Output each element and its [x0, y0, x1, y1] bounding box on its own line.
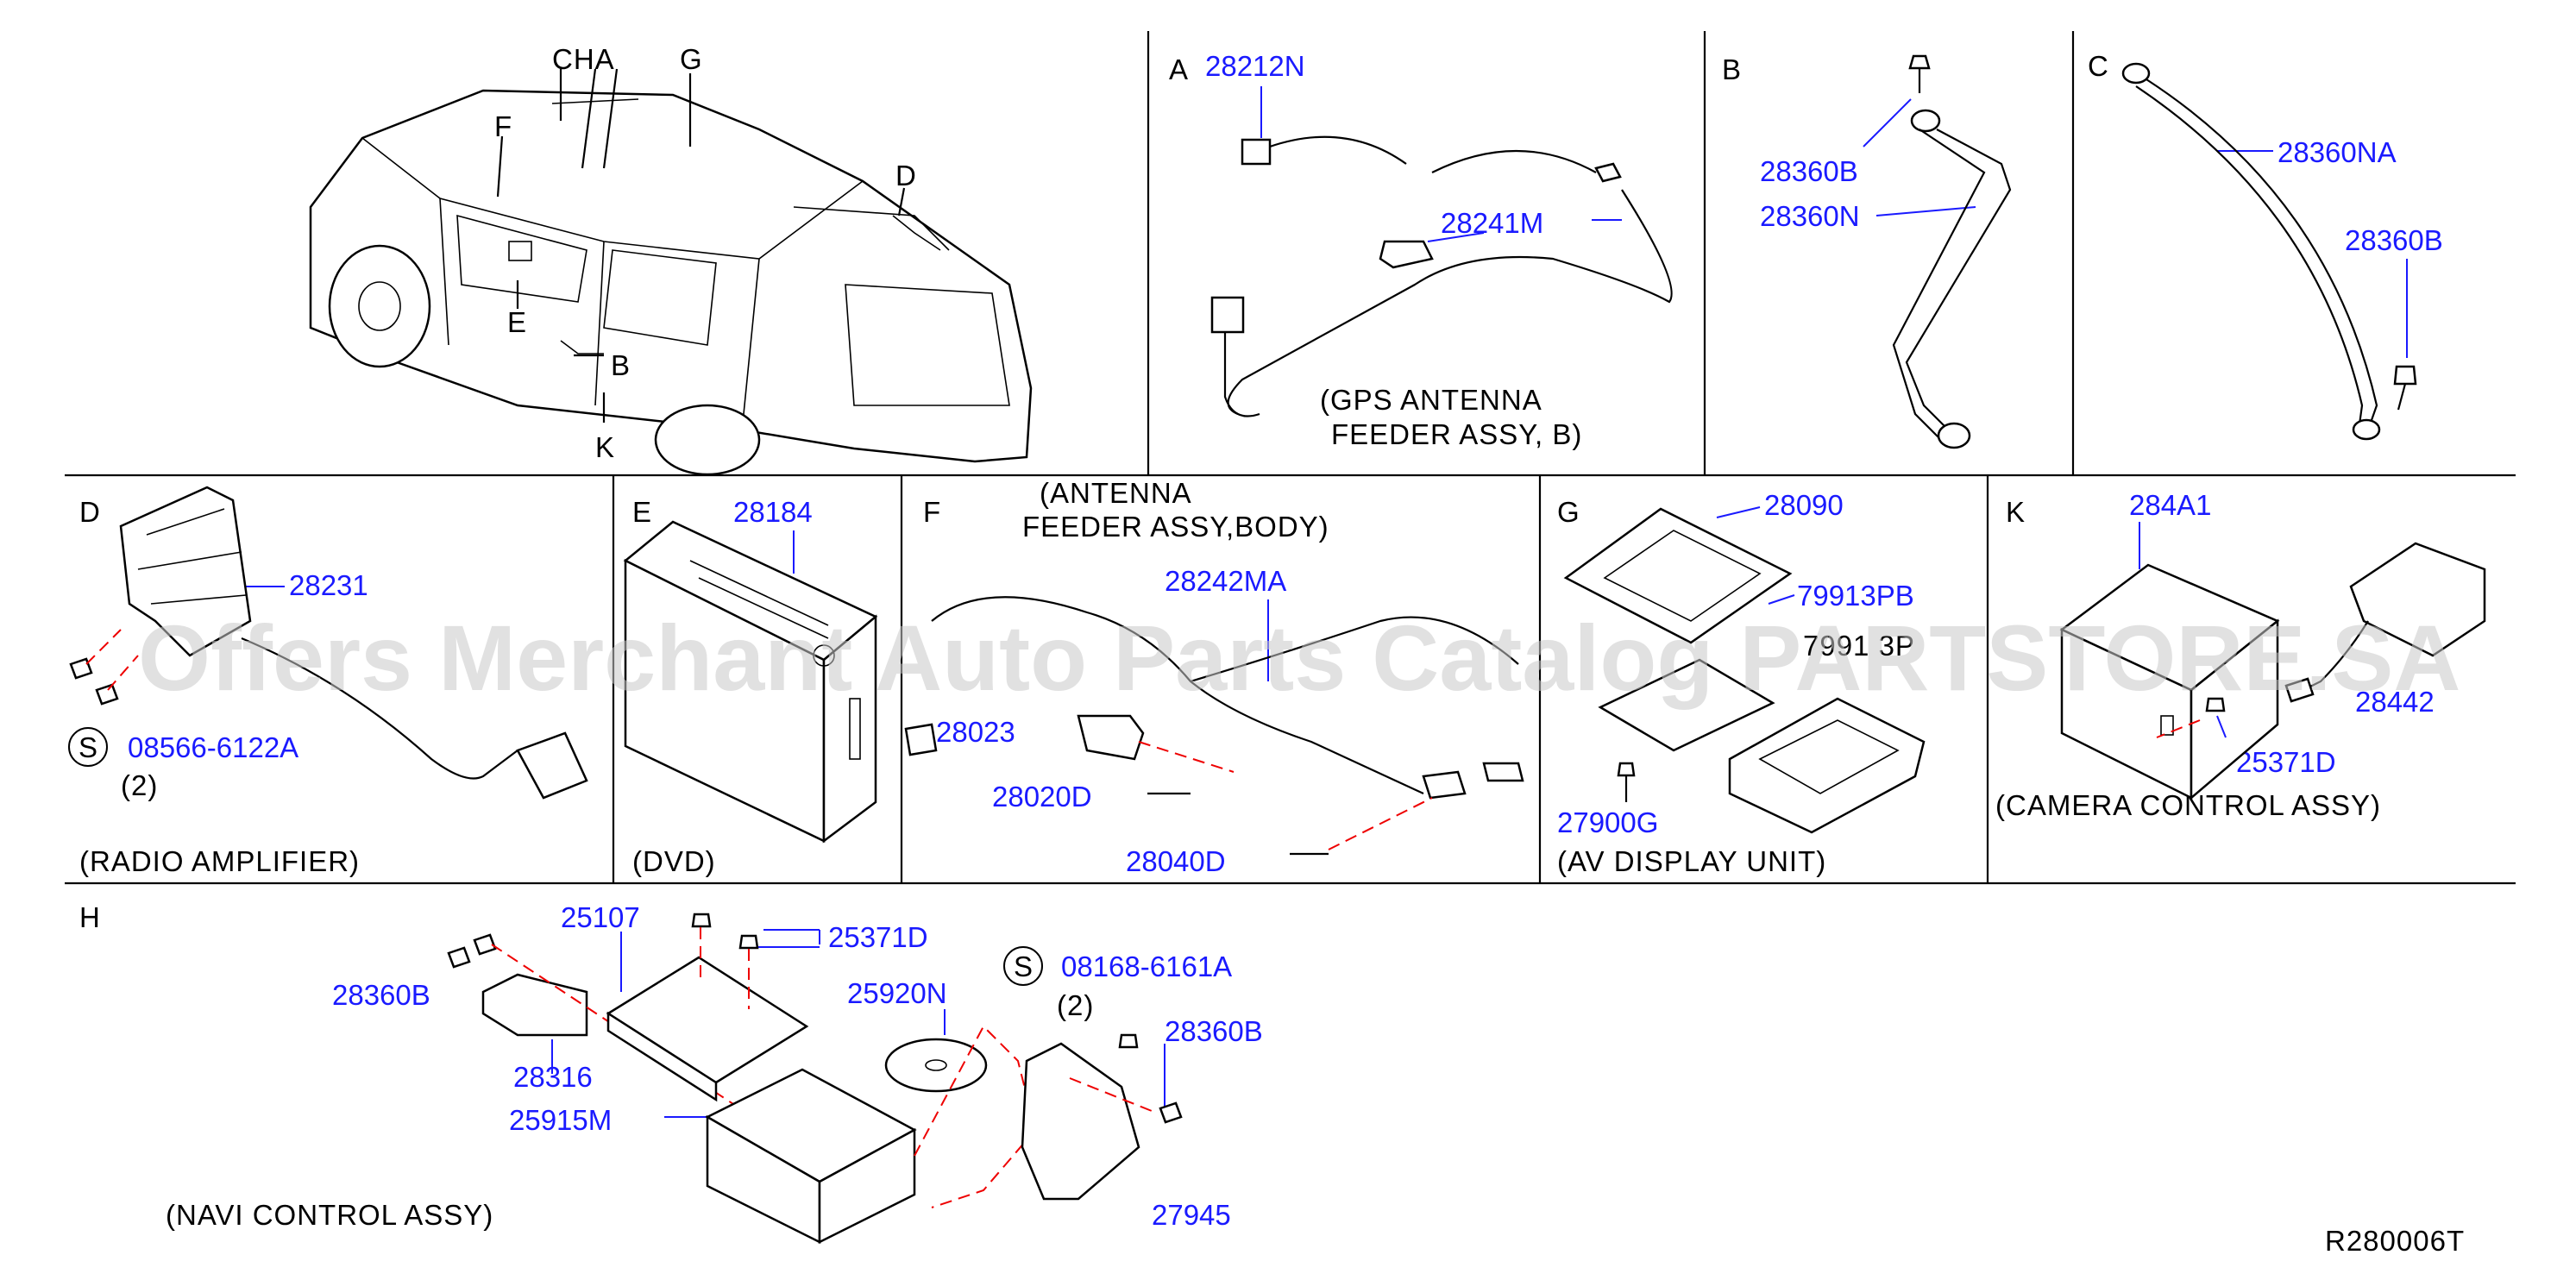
- caption-radio-amplifier: (RADIO AMPLIFIER): [79, 845, 360, 877]
- caption-dvd: (DVD): [632, 845, 716, 877]
- antenna-feeder-body-drawing: [904, 596, 1524, 856]
- radio-amplifier-drawing: [69, 486, 588, 800]
- part-25371D-h: 25371D: [828, 921, 928, 953]
- part-28360B-h1: 28360B: [332, 979, 430, 1011]
- section-k-label: K: [2006, 496, 2025, 528]
- caption-gps-2: FEEDER ASSY, B): [1331, 418, 1582, 450]
- caption-antenna-body-2: FEEDER ASSY,BODY): [1022, 511, 1329, 543]
- part-27900G: 27900G: [1557, 806, 1658, 838]
- part-28360N: 28360N: [1760, 200, 1860, 232]
- part-79913P-partial: 7991 3P: [1803, 630, 1915, 662]
- navi-control-drawing: [447, 913, 1183, 1245]
- callout-k: K: [595, 431, 615, 463]
- section-g-label: G: [1557, 496, 1580, 528]
- caption-navi-control: (NAVI CONTROL ASSY): [166, 1199, 493, 1231]
- section-f-label: F: [923, 496, 940, 528]
- part-28360NA: 28360NA: [2278, 136, 2397, 168]
- section-b-label: B: [1722, 53, 1741, 85]
- part-28360B-b: 28360B: [1760, 155, 1858, 187]
- caption-gps-1: (GPS ANTENNA: [1320, 384, 1542, 416]
- vehicle-overview: [309, 89, 1033, 476]
- part-28360B-c: 28360B: [2345, 224, 2443, 256]
- part-25920N: 25920N: [847, 977, 947, 1009]
- part-25915M: 25915M: [509, 1104, 612, 1136]
- part-25371D-k: 25371D: [2236, 746, 2336, 778]
- av-display-drawing: [1563, 506, 1926, 834]
- dvd-unit-drawing: [623, 520, 878, 844]
- part-28442: 28442: [2355, 686, 2435, 718]
- callout-f: F: [494, 110, 512, 142]
- qty-d: (2): [121, 769, 158, 801]
- grid-lines: [65, 31, 2516, 885]
- callout-cha: CHA: [552, 43, 615, 75]
- part-25107: 25107: [561, 901, 640, 933]
- part-08168-6161A: 08168-6161A: [1061, 951, 1232, 982]
- qty-h: (2): [1057, 989, 1094, 1021]
- s-symbol-h: [1003, 946, 1043, 986]
- diagram-code: R280006T: [2325, 1225, 2465, 1257]
- section-d-label: D: [79, 496, 100, 528]
- part-28242MA: 28242MA: [1165, 565, 1286, 597]
- part-28040D: 28040D: [1126, 845, 1226, 877]
- callout-e: E: [507, 306, 527, 338]
- battery-cable-b-drawing: [1863, 54, 2012, 449]
- part-284A1: 284A1: [2129, 489, 2211, 521]
- caption-av-display: (AV DISPLAY UNIT): [1557, 845, 1826, 877]
- s-symbol-h-text: S: [1014, 951, 1034, 982]
- callout-d: D: [895, 160, 917, 191]
- part-27945: 27945: [1152, 1199, 1231, 1231]
- part-28212N: 28212N: [1205, 50, 1305, 82]
- gps-antenna-feeder-drawing: [1210, 86, 1673, 417]
- s-symbol-d: [68, 727, 108, 767]
- part-08566-6122A: 08566-6122A: [128, 731, 298, 763]
- battery-cable-c-drawing: [2121, 62, 2417, 441]
- section-a-label: A: [1169, 53, 1188, 85]
- camera-control-drawing: [2059, 522, 2486, 800]
- part-28184: 28184: [733, 496, 813, 528]
- watermark-text: Offers Merchant Auto Parts Catalog PARTS…: [138, 605, 2460, 710]
- caption-antenna-body-1: (ANTENNA: [1040, 477, 1192, 509]
- part-28241M: 28241M: [1441, 207, 1543, 239]
- callout-b: B: [611, 349, 631, 381]
- part-28023: 28023: [936, 716, 1015, 748]
- part-28090: 28090: [1764, 489, 1844, 521]
- section-h-label: H: [79, 901, 100, 933]
- part-28020D: 28020D: [992, 781, 1092, 813]
- callout-g: G: [680, 43, 703, 75]
- s-symbol-d-text: S: [79, 731, 98, 763]
- part-28360B-h2: 28360B: [1165, 1015, 1263, 1047]
- section-c-label: C: [2088, 50, 2108, 82]
- part-79913PB: 79913PB: [1797, 580, 1914, 612]
- vehicle-callout-lines: [496, 68, 906, 423]
- part-28231: 28231: [289, 569, 368, 601]
- section-e-label: E: [632, 496, 651, 528]
